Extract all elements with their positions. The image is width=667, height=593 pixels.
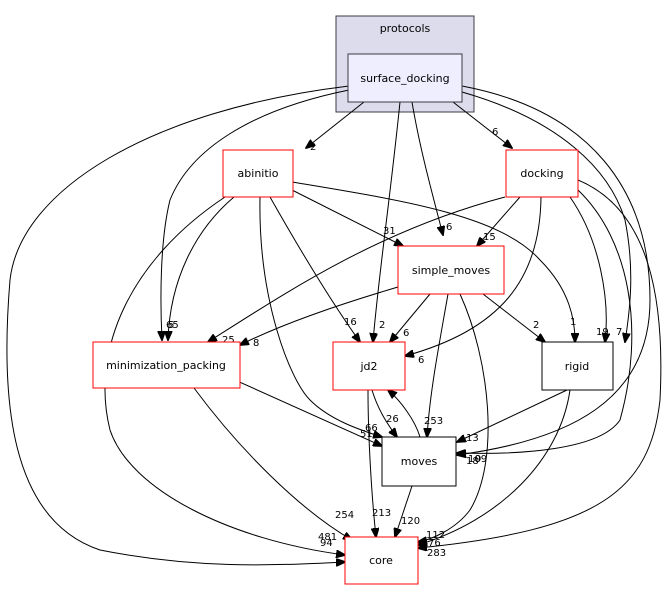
edge-docking-core — [418, 179, 662, 548]
edge-minimization_packing-moves — [234, 379, 382, 446]
edge-docking-jd2 — [405, 196, 542, 356]
svg-text:simple_moves: simple_moves — [412, 264, 491, 277]
edge-label: 481 — [318, 532, 337, 543]
edge-label: 2 — [310, 142, 316, 153]
edge-abinitio-core — [104, 196, 345, 555]
edge-label: 6 — [446, 222, 452, 233]
edge-label: 5 — [168, 320, 174, 331]
edge-label: 6 — [492, 127, 498, 138]
svg-text:abinitio: abinitio — [238, 167, 279, 180]
edge-label: 31 — [383, 226, 396, 237]
edges: 2 6 6 5 2 7 9 94 31 65 16 1 66 — [6, 85, 662, 565]
edge-surface_docking-jd2 — [373, 101, 401, 342]
edge-simple_moves-jd2 — [390, 293, 431, 342]
node-rigid[interactable]: rigid — [541, 341, 614, 391]
edge-docking-simple_moves — [477, 196, 521, 246]
edge-label: 6 — [418, 355, 424, 366]
edge-abinitio-moves — [259, 196, 382, 437]
edge-label: 94 — [320, 538, 333, 549]
edge-label: 6 — [403, 328, 409, 339]
edge-label: 76 — [428, 538, 441, 549]
edge-label: 283 — [427, 548, 446, 559]
edge-surface_docking-abinitio — [306, 101, 365, 148]
edge-minimization_packing-core — [193, 387, 352, 540]
edge-docking-rigid — [569, 196, 606, 342]
edge-abinitio-rigid — [291, 181, 575, 342]
svg-text:surface_docking: surface_docking — [360, 72, 449, 85]
edge-label: 51 — [360, 429, 373, 440]
svg-text:core: core — [369, 554, 393, 567]
edge-simple_moves-moves — [427, 293, 449, 437]
edge-label: 9 — [475, 454, 481, 465]
svg-text:jd2: jd2 — [359, 360, 377, 373]
edge-abinitio-simple_moves — [291, 189, 403, 246]
edge-rigid-moves — [457, 389, 568, 442]
edge-label: 15 — [483, 232, 496, 243]
node-jd2[interactable]: jd2 — [332, 341, 406, 391]
edge-label: 109 — [468, 454, 487, 465]
edge-jd2-core — [367, 389, 376, 537]
edge-label: 7 — [616, 327, 622, 338]
edge-label: 2 — [379, 320, 385, 331]
svg-text:rigid: rigid — [565, 360, 590, 373]
svg-text:minimization_packing: minimization_packing — [106, 359, 226, 372]
edge-label: 1 — [570, 317, 576, 328]
node-abinitio[interactable]: abinitio — [222, 149, 294, 198]
edge-label: 8 — [253, 338, 259, 349]
edge-surface_docking-simple_moves — [411, 101, 443, 235]
edge-rigid-core — [418, 389, 571, 545]
edge-simple_moves-minimization_packing — [240, 286, 399, 345]
edge-simple_moves-rigid — [482, 293, 545, 342]
edge-label: 13 — [466, 433, 479, 444]
edge-label: 65 — [166, 320, 179, 331]
edge-docking-moves — [457, 189, 633, 453]
edge-label: 26 — [386, 414, 399, 425]
edge-label: 120 — [401, 516, 420, 527]
edge-label: 213 — [372, 508, 391, 519]
svg-text:moves: moves — [401, 455, 438, 468]
edge-label: 25 — [222, 335, 235, 346]
svg-text:docking: docking — [520, 167, 563, 180]
node-surface_docking[interactable]: surface_docking — [347, 53, 463, 103]
edge-label: 254 — [335, 510, 354, 521]
edge-label: 66 — [365, 423, 378, 434]
edge-abinitio-minimization_packing — [168, 196, 235, 340]
edge-moves-core — [395, 485, 413, 537]
cluster-label: protocols — [380, 22, 431, 35]
edge-label: 18 — [466, 456, 479, 467]
node-minimization_packing[interactable]: minimization_packing — [92, 341, 241, 389]
edge-simple_moves-core — [418, 293, 489, 542]
node-docking[interactable]: docking — [505, 149, 579, 198]
node-moves[interactable]: moves — [381, 436, 457, 487]
edge-surface_docking-docking — [452, 101, 512, 148]
edge-docking-minimization_packing — [208, 196, 506, 342]
edge-moves-jd2 — [388, 390, 421, 438]
edge-abinitio-jd2 — [269, 196, 360, 342]
edge-surface_docking-moves — [457, 85, 651, 455]
edge-label: 2 — [533, 320, 539, 331]
edge-surface_docking-core — [6, 85, 350, 565]
edge-jd2-moves — [371, 389, 397, 437]
edge-label: 19 — [596, 327, 609, 338]
edge-surface_docking-minimization_packing — [161, 89, 350, 340]
edge-label: 16 — [344, 317, 357, 328]
node-simple_moves[interactable]: simple_moves — [397, 245, 505, 295]
node-core[interactable]: core — [344, 536, 419, 585]
edge-label: 253 — [424, 416, 443, 427]
edge-label: 112 — [426, 530, 445, 541]
